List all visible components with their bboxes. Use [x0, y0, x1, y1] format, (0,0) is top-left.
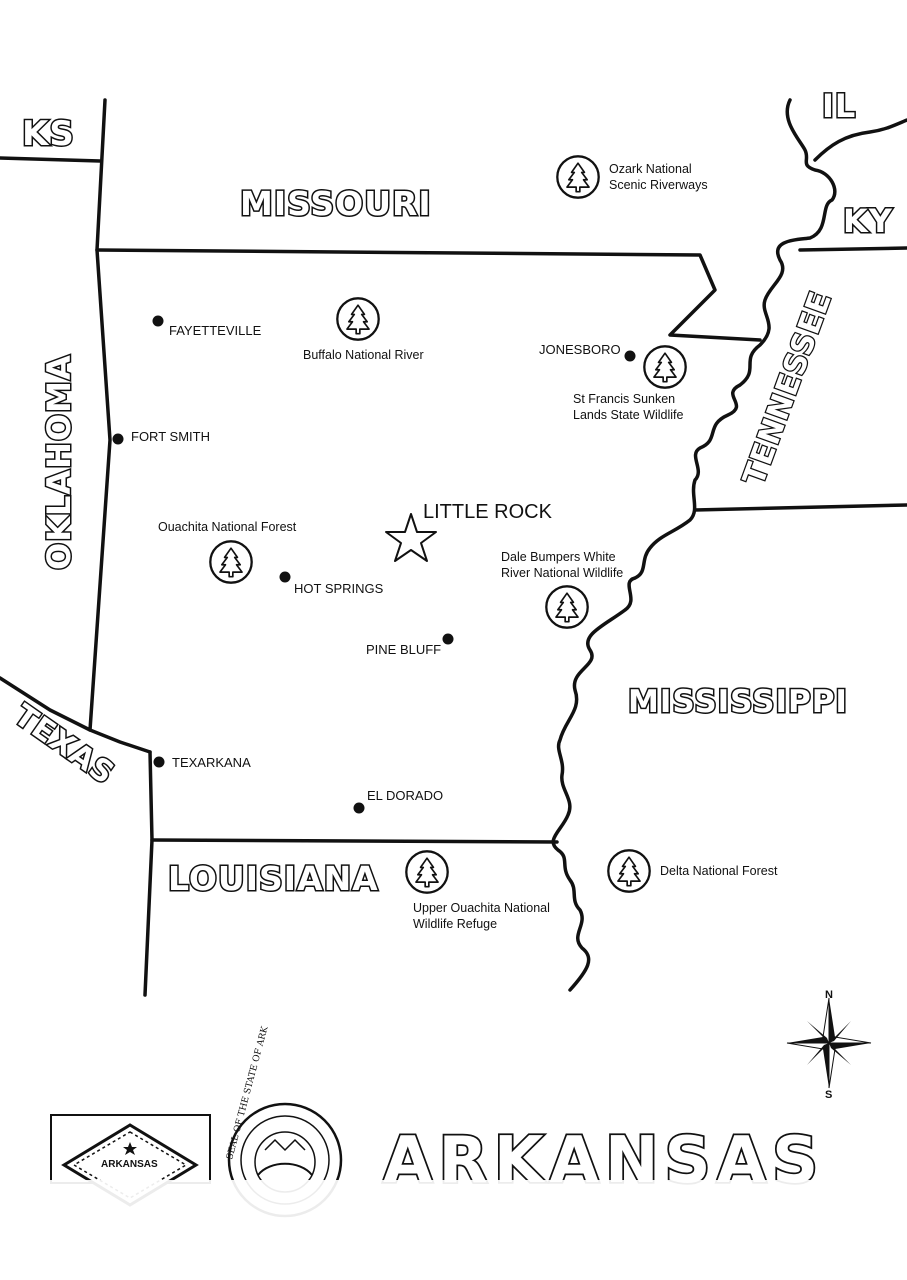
label-kentucky: KY [843, 202, 893, 240]
city-fayetteville: FAYETTEVILLE [152, 315, 262, 338]
city-label: FAYETTEVILLE [169, 323, 262, 338]
park-label: Lands State Wildlife [573, 408, 684, 422]
city-pine-bluff: PINE BLUFF [366, 633, 454, 657]
bottom-fade [0, 1180, 907, 1280]
park-label: Scenic Riverways [609, 178, 708, 192]
star-icon [385, 513, 437, 562]
city-dot-icon [279, 571, 291, 583]
texas-red-river-border [0, 676, 152, 754]
texas-louisiana-border [143, 750, 154, 997]
pine-tree-icon [209, 540, 253, 584]
city-label: HOT SPRINGS [294, 581, 384, 596]
park-label: Wildlife Refuge [413, 917, 497, 931]
city-dot-icon [353, 802, 365, 814]
park-label: Dale Bumpers White [501, 550, 616, 564]
capital: LITTLE ROCK [385, 501, 553, 562]
mississippi-river [551, 98, 837, 992]
park-ozark-scenic-riverways: Ozark National Scenic Riverways [556, 155, 708, 199]
city-label: JONESBORO [539, 342, 621, 357]
pine-tree-icon [336, 297, 380, 341]
compass-north-label: N [825, 989, 833, 1001]
compass-south-label: S [825, 1089, 832, 1101]
neighbor-labels: KS MISSOURI IL KY TENNESSEE OKLAHOMA TEX… [6, 86, 894, 900]
park-delta-forest: Delta National Forest [607, 849, 778, 893]
park-dale-bumpers: Dale Bumpers White River National Wildli… [501, 550, 623, 629]
city-fort-smith: FORT SMITH [112, 429, 210, 445]
pine-tree-icon [643, 345, 687, 389]
pine-tree-icon [405, 850, 449, 894]
capital-label: LITTLE ROCK [423, 501, 553, 523]
city-label: PINE BLUFF [366, 642, 441, 657]
park-buffalo-river: Buffalo National River [303, 297, 424, 362]
parks: Ozark National Scenic Riverways Buffalo … [158, 155, 778, 931]
city-label: EL DORADO [367, 788, 443, 803]
park-upper-ouachita: Upper Ouachita National Wildlife Refuge [405, 850, 550, 931]
park-label: Delta National Forest [660, 864, 778, 878]
city-dot-icon [152, 315, 164, 327]
city-dot-icon [112, 433, 124, 445]
city-texarkana: TEXARKANA [153, 755, 251, 770]
city-dot-icon [624, 350, 636, 362]
city-el-dorado: EL DORADO [353, 788, 443, 814]
oklahoma-east-border [88, 98, 112, 732]
park-label: Upper Ouachita National [413, 901, 550, 915]
park-label: Ozark National [609, 162, 692, 176]
park-label: Ouachita National Forest [158, 520, 297, 534]
label-louisiana: LOUISIANA [168, 859, 379, 898]
kansas-missouri-border [0, 156, 102, 163]
city-label: TEXARKANA [172, 755, 251, 770]
city-jonesboro: JONESBORO [539, 342, 636, 362]
pine-tree-icon [545, 585, 589, 629]
label-illinois: IL [822, 87, 856, 125]
park-label: River National Wildlife [501, 566, 623, 580]
city-dot-icon [153, 756, 165, 768]
missouri-arkansas-border [95, 248, 762, 342]
park-st-francis: St Francis Sunken Lands State Wildlife [573, 345, 687, 422]
illinois-kentucky-ohio-river [813, 118, 907, 162]
arkansas-louisiana-border [150, 838, 559, 844]
city-label: FORT SMITH [131, 429, 210, 444]
tennessee-mississippi-border [693, 503, 907, 512]
park-ouachita-forest: Ouachita National Forest [158, 520, 297, 584]
city-hot-springs: HOT SPRINGS [279, 571, 384, 596]
label-kansas: KS [22, 114, 75, 154]
label-oklahoma: OKLAHOMA [40, 354, 78, 570]
borders [0, 98, 907, 997]
city-dot-icon [442, 633, 454, 645]
flag-star-icon [123, 1142, 137, 1155]
cities: FAYETTEVILLE FORT SMITH JONESBORO HOT SP… [112, 315, 636, 814]
kentucky-tennessee-border [798, 246, 907, 252]
label-mississippi: MISSISSIPPI [628, 684, 848, 720]
label-texas: TEXAS [7, 698, 120, 792]
compass-rose-icon: N S [786, 989, 872, 1101]
label-missouri: MISSOURI [240, 184, 432, 223]
park-label: St Francis Sunken [573, 392, 675, 406]
park-label: Buffalo National River [303, 348, 424, 362]
pine-tree-icon [607, 849, 651, 893]
label-tennessee: TENNESSEE [737, 287, 840, 490]
flag-text: ARKANSAS [101, 1159, 158, 1170]
pine-tree-icon [556, 155, 600, 199]
